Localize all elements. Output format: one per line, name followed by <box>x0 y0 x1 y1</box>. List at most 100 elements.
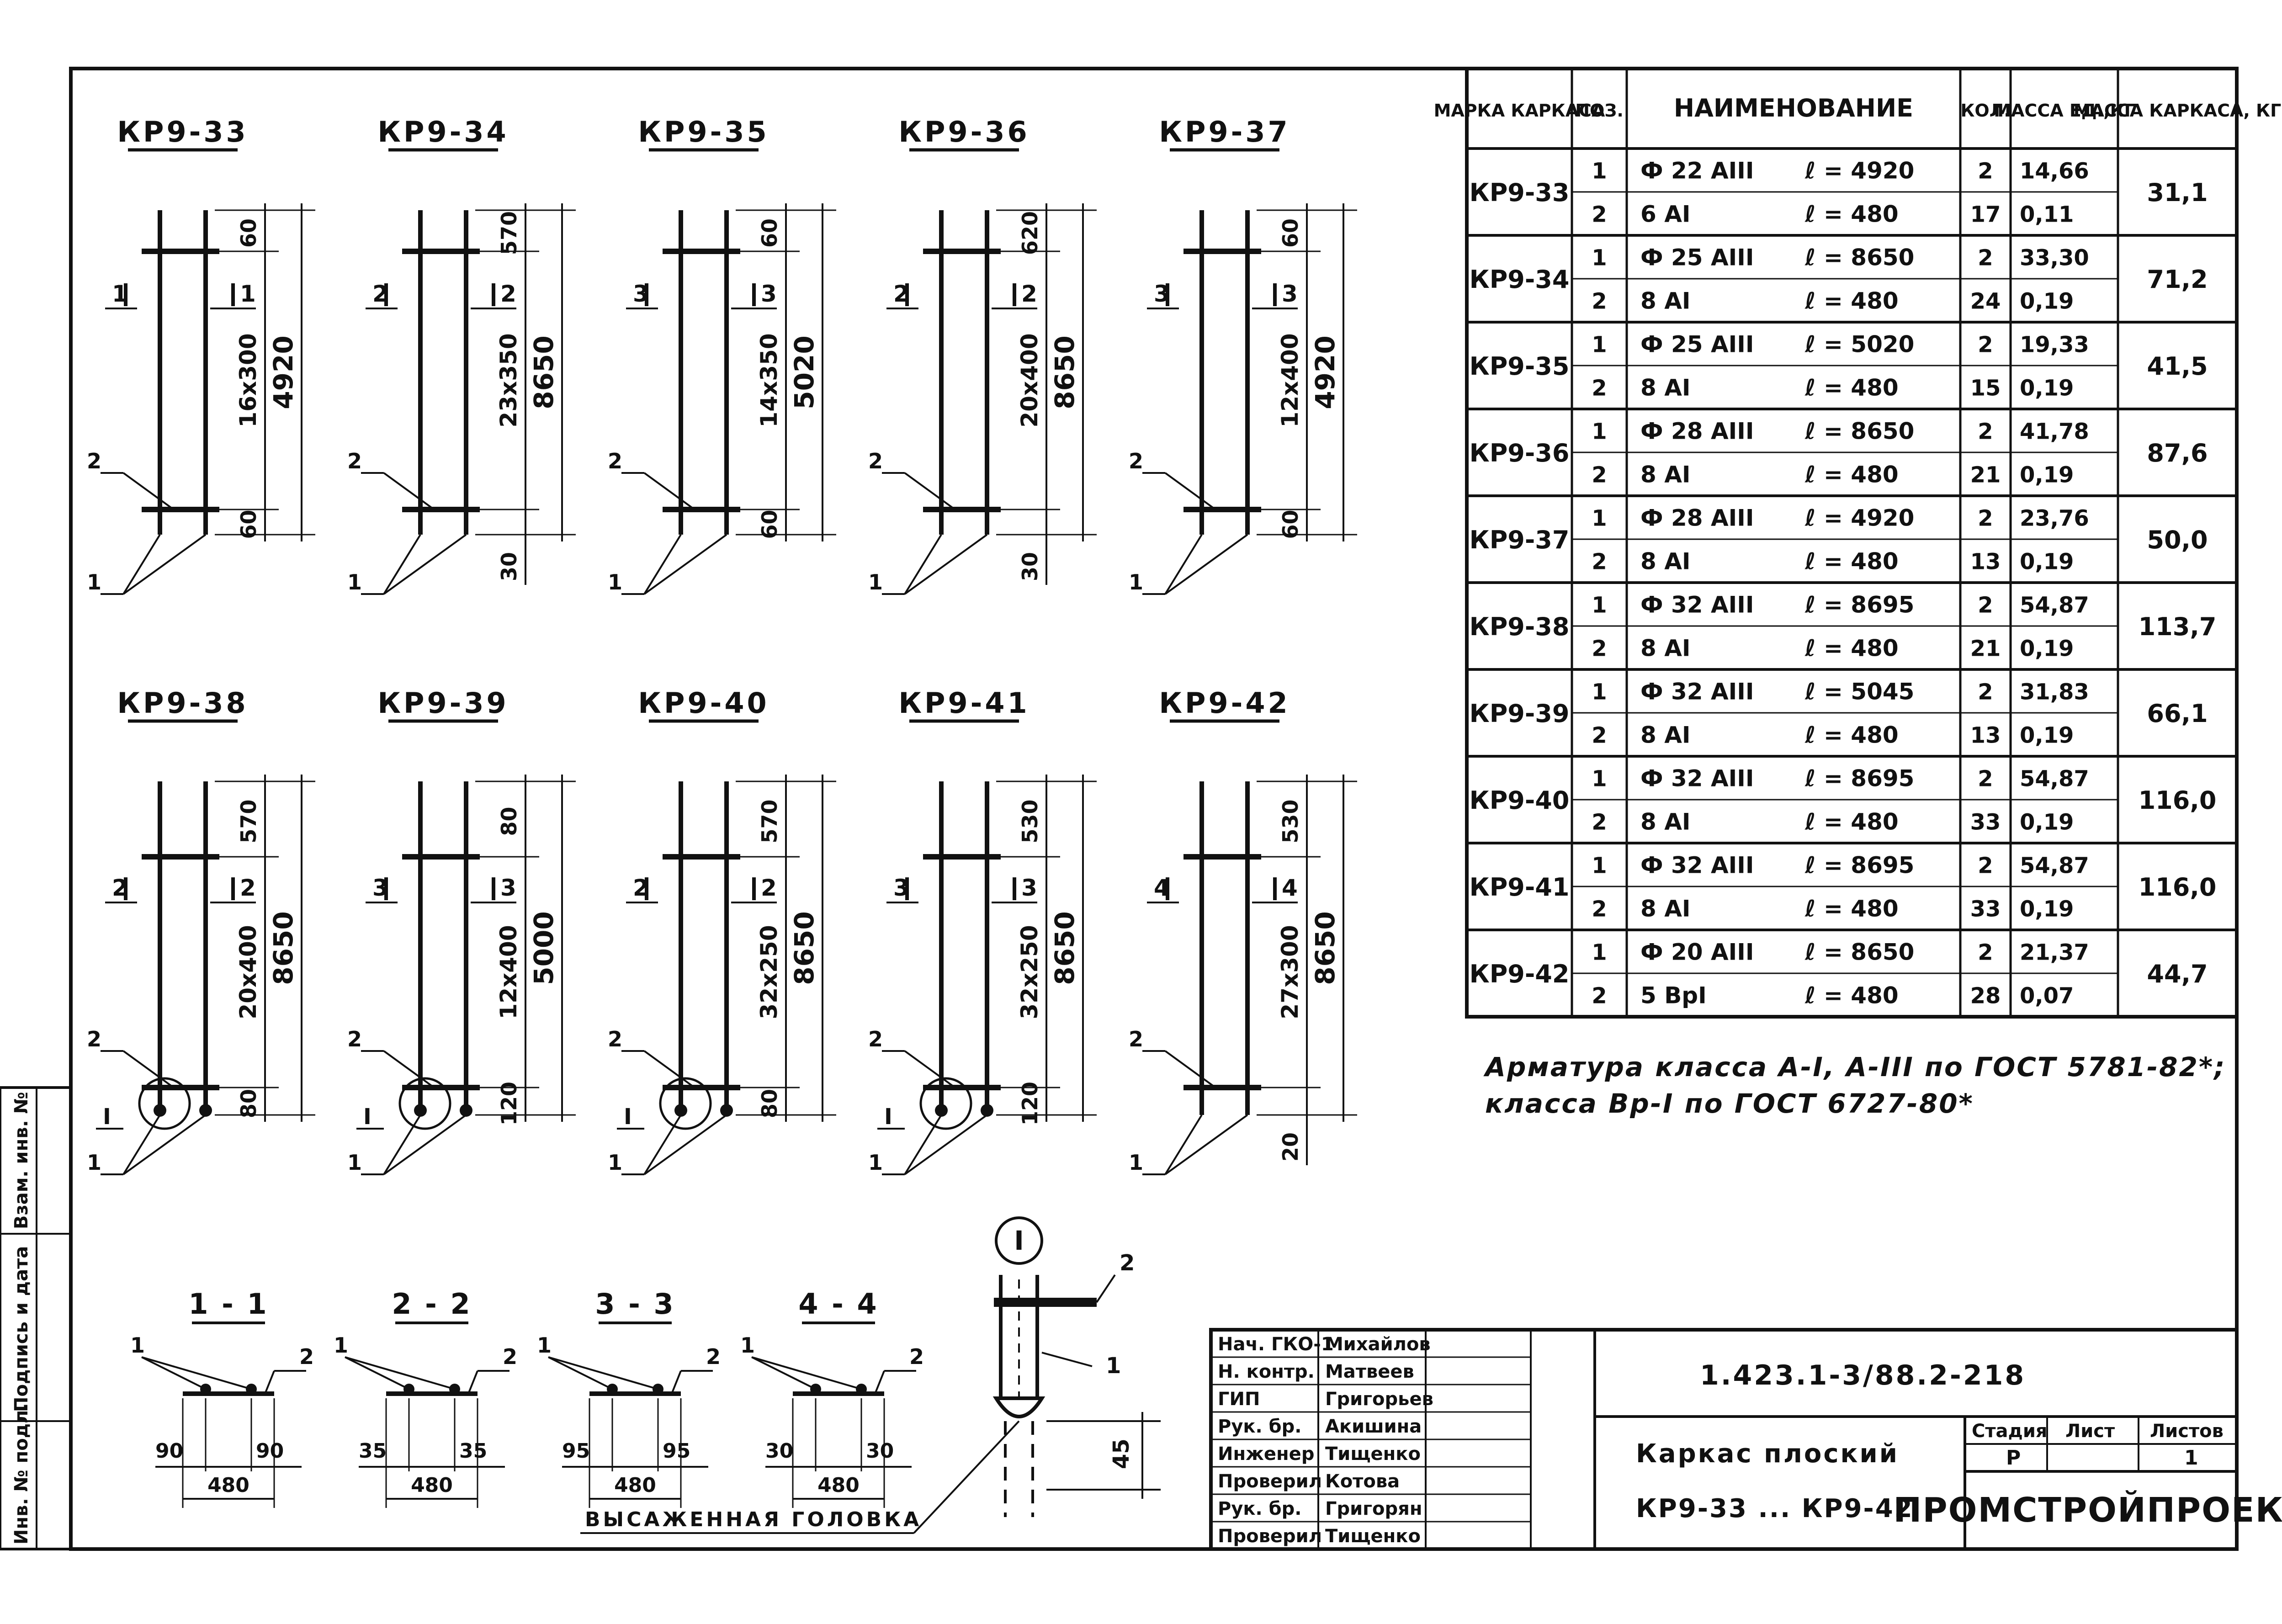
spec-name: 8 АI <box>1640 809 1691 835</box>
leader <box>548 1356 613 1390</box>
dim-bottom: 80 <box>236 1089 261 1118</box>
leader <box>751 1356 816 1390</box>
pos-1-label: 1 <box>608 570 622 594</box>
pos-2-label: 2 <box>1129 1027 1143 1051</box>
leader <box>141 1356 206 1390</box>
leader <box>264 1370 275 1394</box>
title-stage: Р <box>2006 1446 2021 1470</box>
title-person: Григорян <box>1325 1498 1422 1519</box>
spec-header-mass_unit: МАССА ЕД.,КГ <box>1994 101 2135 121</box>
spec-pos: 2 <box>1592 810 1607 835</box>
leader <box>751 1356 862 1390</box>
spec-pos: 2 <box>1592 462 1607 488</box>
side-stamp-sign: Подпись и дата <box>11 1246 32 1412</box>
dim-a: 35 <box>359 1439 387 1463</box>
spec-qty: 15 <box>1970 376 2001 401</box>
node-circle <box>138 1077 191 1130</box>
dim-bottom: 60 <box>1278 509 1303 539</box>
upset-head <box>414 1104 427 1117</box>
title-role: Нач. ГКО-1 <box>1218 1334 1334 1355</box>
leader <box>874 1370 885 1394</box>
node-circle <box>919 1077 972 1130</box>
section-mark-right: 3 <box>1282 281 1298 307</box>
pos-2-label: 2 <box>909 1344 924 1369</box>
spec-qty: 17 <box>1970 202 2001 228</box>
frame-title: КР9-36 <box>898 115 1030 149</box>
pos-2-label: 2 <box>868 449 883 473</box>
leader <box>383 472 435 510</box>
leader <box>345 1356 409 1390</box>
leader <box>383 1050 435 1088</box>
leader <box>383 1114 467 1175</box>
note-line-2: класса Вр-I по ГОСТ 6727-80* <box>1485 1088 1974 1119</box>
dim-middle: 16х300 <box>235 333 261 427</box>
node-mark: I <box>363 1104 371 1130</box>
spec-length: ℓ = 480 <box>1804 635 1899 662</box>
spec-length: ℓ = 480 <box>1804 201 1899 228</box>
pos-1-label: 1 <box>87 570 101 594</box>
frame-title: КР9-33 <box>117 115 248 149</box>
node-detail-mark: I <box>1014 1225 1024 1256</box>
pos-1-label: 1 <box>868 1150 883 1175</box>
dim-middle: 12х400 <box>1277 333 1303 427</box>
dim-tail: 30 <box>497 552 521 581</box>
title-role: Проверил <box>1218 1526 1322 1547</box>
spec-total: 66,1 <box>2147 699 2208 728</box>
spec-name: Ф 28 АIII <box>1640 505 1754 531</box>
dim-total: 5000 <box>528 911 559 985</box>
spec-qty: 28 <box>1970 983 2001 1009</box>
dim-middle: 23х350 <box>495 333 522 427</box>
upset-head <box>720 1104 733 1117</box>
pos-2-label: 2 <box>503 1344 517 1369</box>
dim-top: 60 <box>757 218 782 248</box>
spec-mass: 19,33 <box>2020 332 2089 358</box>
node-pos-2: 2 <box>1120 1250 1135 1276</box>
upset-head <box>154 1104 166 1117</box>
spec-mass: 54,87 <box>2020 766 2089 792</box>
spec-total: 116,0 <box>2139 873 2217 902</box>
spec-mark: КР9-33 <box>1470 178 1570 207</box>
dim-bottom: 120 <box>497 1082 521 1125</box>
dim-bottom: 120 <box>1018 1082 1042 1125</box>
spec-length: ℓ = 4920 <box>1804 505 1914 531</box>
spec-name: Ф 32 АIII <box>1640 592 1754 618</box>
leader <box>643 1114 727 1175</box>
leader <box>122 1114 161 1175</box>
title-role: Проверил <box>1218 1471 1322 1492</box>
title-person: Тищенко <box>1325 1526 1421 1547</box>
dim-total: 8650 <box>789 911 820 985</box>
title-role: Рук. бр. <box>1218 1416 1301 1437</box>
spec-length: ℓ = 480 <box>1804 896 1899 922</box>
spec-pos: 1 <box>1592 940 1607 966</box>
pos-1-label: 1 <box>1129 1150 1143 1175</box>
spec-mass: 33,30 <box>2020 245 2089 271</box>
spec-mass: 0,19 <box>2020 636 2074 662</box>
title-role: Инженер <box>1218 1444 1314 1465</box>
title-name-2: КР9-33 ... КР9-42 <box>1636 1494 1914 1523</box>
dim-tail: 20 <box>1278 1132 1303 1162</box>
leader <box>467 1370 478 1394</box>
spec-length: ℓ = 480 <box>1804 462 1899 488</box>
spec-pos: 1 <box>1592 419 1607 445</box>
spec-pos: 2 <box>1592 723 1607 748</box>
title-role: Н. контр. <box>1218 1361 1315 1382</box>
leader <box>1164 472 1216 510</box>
spec-name: 8 АI <box>1640 896 1691 922</box>
leader <box>122 1114 207 1175</box>
dim-top: 620 <box>1018 211 1042 255</box>
spec-length: ℓ = 480 <box>1804 288 1899 314</box>
pos-2-label: 2 <box>608 1027 622 1051</box>
title-person: Михайлов <box>1325 1334 1431 1355</box>
dim-middle: 27х300 <box>1277 925 1303 1019</box>
dim-middle: 32х250 <box>756 925 782 1019</box>
dim-b: 35 <box>459 1439 487 1463</box>
leader <box>671 1370 682 1394</box>
spec-header-name: НАИМЕНОВАНИЕ <box>1674 94 1913 122</box>
